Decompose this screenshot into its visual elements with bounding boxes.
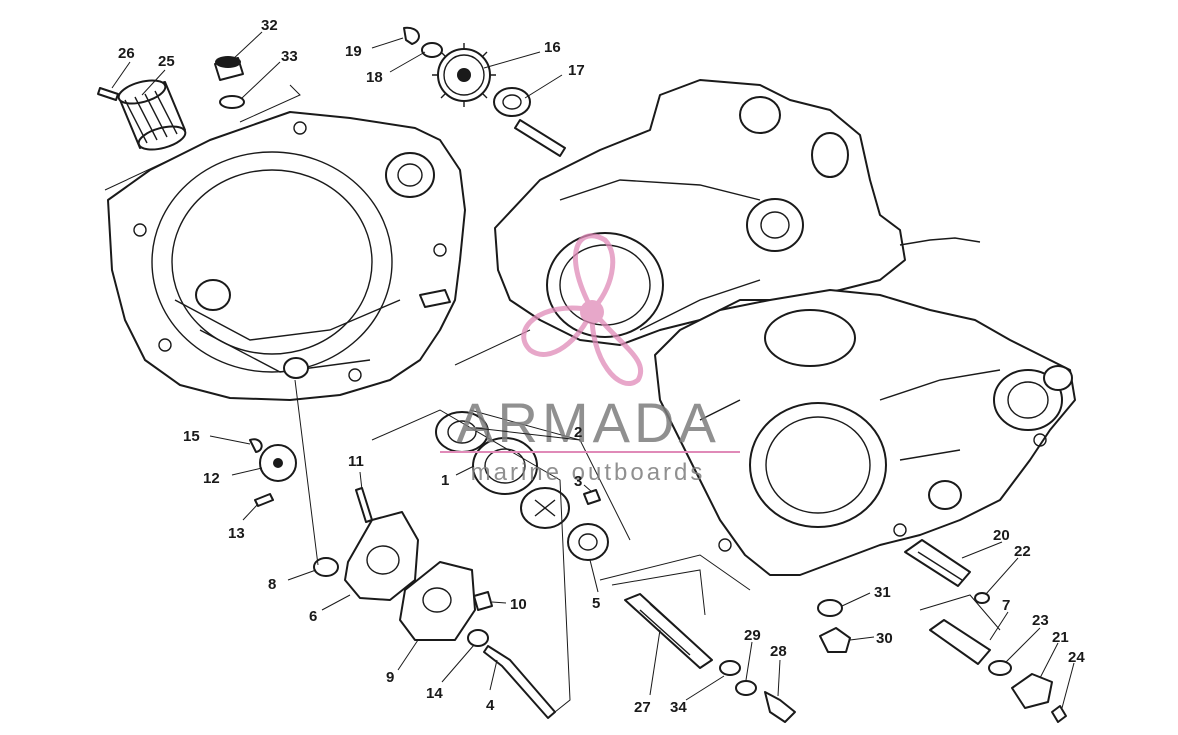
needle-bearing bbox=[493, 87, 531, 117]
drain-plug bbox=[214, 56, 244, 81]
callout-25: 25 bbox=[158, 53, 175, 70]
callout-12: 12 bbox=[203, 470, 220, 487]
dowel-bush bbox=[473, 591, 493, 611]
callout-2: 2 bbox=[574, 424, 582, 441]
circlip-top bbox=[403, 26, 420, 45]
callout-1: 1 bbox=[441, 472, 449, 489]
pump-thrust-washer bbox=[467, 629, 489, 647]
callout-10: 10 bbox=[510, 596, 527, 613]
brand-wordmark: ARMADA bbox=[456, 391, 720, 454]
callout-19: 19 bbox=[345, 43, 362, 60]
callout-33: 33 bbox=[281, 48, 298, 65]
callout-9: 9 bbox=[386, 669, 394, 686]
callout-32: 32 bbox=[261, 17, 278, 34]
housing-bolt bbox=[355, 487, 373, 523]
callout-3: 3 bbox=[574, 473, 582, 490]
callout-labels: 1 2 3 4 5 6 7 8 9 10 11 12 13 14 15 16 1… bbox=[118, 17, 1085, 716]
pump-housing bbox=[344, 511, 419, 601]
oil-filter-element bbox=[117, 79, 187, 151]
callout-13: 13 bbox=[228, 525, 245, 542]
callout-29: 29 bbox=[744, 627, 761, 644]
idler-gear bbox=[432, 43, 496, 107]
crankcase-lower-half bbox=[654, 289, 1076, 576]
callout-11: 11 bbox=[348, 453, 364, 470]
assembly-guide-lines bbox=[104, 84, 1001, 713]
drain-plug-washer bbox=[817, 599, 843, 617]
callout-8: 8 bbox=[268, 576, 276, 593]
callout-21: 21 bbox=[1052, 629, 1069, 646]
housing-o-ring bbox=[313, 557, 339, 577]
callout-leaders bbox=[111, 31, 1075, 709]
pump-rotor-inner bbox=[520, 487, 570, 529]
pump-rotor-outer-b bbox=[567, 523, 609, 561]
callout-16: 16 bbox=[544, 39, 561, 56]
strainer-plug-bolt bbox=[764, 691, 796, 723]
callout-24: 24 bbox=[1068, 649, 1085, 666]
callout-34: 34 bbox=[670, 699, 687, 716]
small-o-ring bbox=[988, 660, 1012, 676]
callout-30: 30 bbox=[876, 630, 893, 647]
strainer-side-circlip bbox=[974, 592, 990, 604]
callout-14: 14 bbox=[426, 685, 443, 702]
callout-7: 7 bbox=[1002, 597, 1010, 614]
callout-15: 15 bbox=[183, 428, 200, 445]
propeller-logo-icon bbox=[521, 233, 644, 386]
strainer-small bbox=[929, 619, 991, 665]
callout-22: 22 bbox=[1014, 543, 1031, 560]
oil-strainer-side bbox=[904, 539, 971, 587]
gear-pin bbox=[254, 493, 274, 507]
side-cover bbox=[107, 111, 466, 401]
strainer-cap bbox=[1011, 673, 1053, 709]
filter-cover-bolt bbox=[97, 87, 119, 101]
gear-shaft bbox=[514, 119, 566, 157]
pump-cover bbox=[399, 561, 476, 641]
drain-plug-lower bbox=[819, 627, 851, 653]
callout-17: 17 bbox=[568, 62, 585, 79]
callout-28: 28 bbox=[770, 643, 787, 660]
pump-pin bbox=[583, 489, 601, 505]
brand-tagline: marine outboards bbox=[471, 459, 706, 486]
strainer-washer-a bbox=[719, 660, 741, 676]
callout-18: 18 bbox=[366, 69, 383, 86]
plug-washer bbox=[219, 95, 245, 109]
callout-6: 6 bbox=[309, 608, 317, 625]
oil-strainer-main bbox=[624, 593, 713, 669]
callout-5: 5 bbox=[592, 595, 600, 612]
washer-top bbox=[421, 42, 443, 58]
pump-shaft bbox=[483, 645, 556, 719]
callout-31: 31 bbox=[874, 584, 891, 601]
gear-circlip bbox=[249, 438, 263, 453]
strainer-washer-b bbox=[735, 680, 757, 696]
callout-4: 4 bbox=[486, 697, 495, 714]
armada-watermark: ARMADA marine outboards bbox=[440, 233, 740, 486]
callout-20: 20 bbox=[993, 527, 1010, 544]
callout-27: 27 bbox=[634, 699, 651, 716]
callout-23: 23 bbox=[1032, 612, 1049, 629]
callout-26: 26 bbox=[118, 45, 135, 62]
pump-drive-gear bbox=[259, 444, 297, 482]
cap-screw bbox=[1051, 705, 1067, 723]
